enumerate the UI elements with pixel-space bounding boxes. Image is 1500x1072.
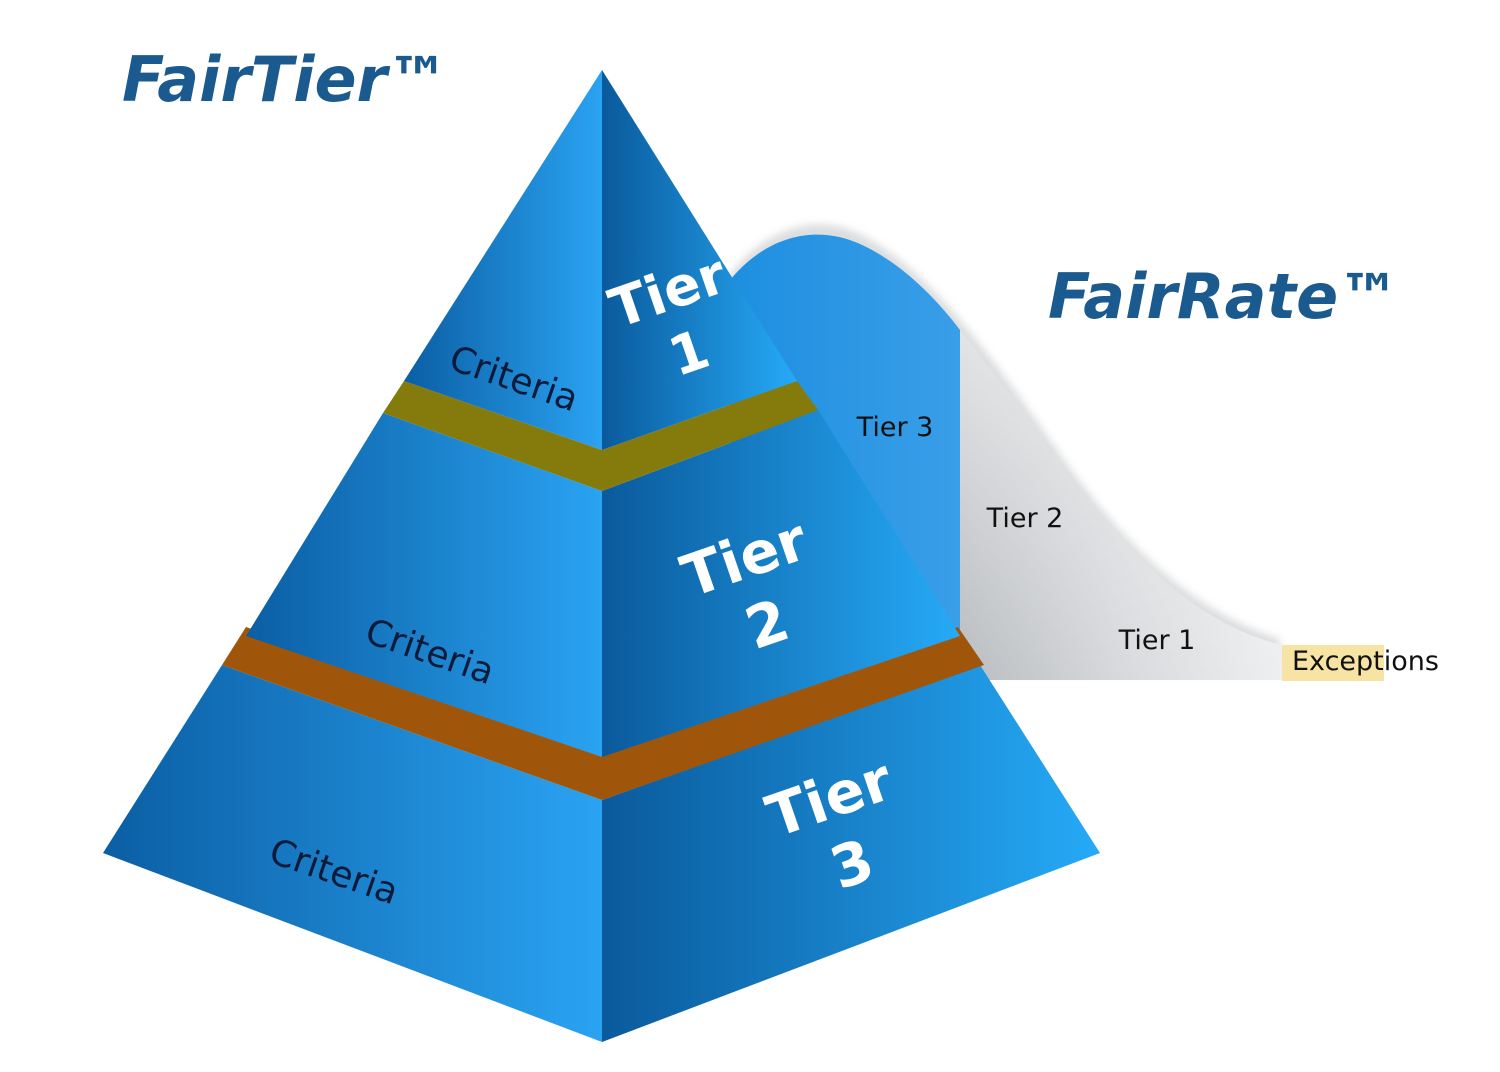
- curve-label-exceptions: Exceptions: [1292, 646, 1439, 677]
- fairrate-title: FairRate™: [1048, 260, 1400, 333]
- curve-label-tier-1: Tier 1: [1118, 625, 1196, 656]
- tier-2-right-face: [602, 410, 960, 757]
- curve-exceptions-area: [1282, 645, 1384, 681]
- tier-3-left-face: [103, 665, 602, 1042]
- fairtier-pyramid: [103, 70, 1100, 1042]
- tier-2-left-face: [246, 413, 602, 757]
- curve-label-tier-2: Tier 2: [986, 503, 1064, 534]
- band-upper: [383, 381, 818, 491]
- tier-1-right-face: [602, 70, 797, 450]
- tier-3-right-face: [602, 665, 1100, 1042]
- fairtier-title: FairTier™: [122, 43, 449, 116]
- curve-label-tier-3: Tier 3: [856, 412, 934, 443]
- band-lower: [222, 627, 984, 800]
- tier-1-left-face: [404, 70, 602, 450]
